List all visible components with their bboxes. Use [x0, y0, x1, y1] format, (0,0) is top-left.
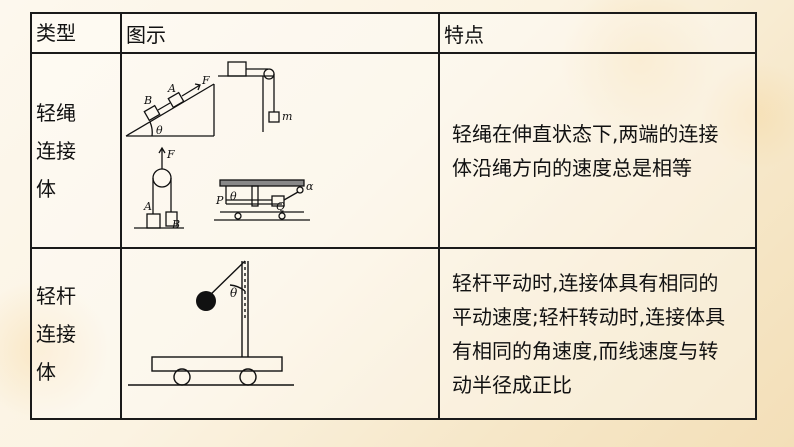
label-theta2: θ	[230, 190, 237, 203]
feature-line: 轻杆平动时,连接体具有相同的	[452, 270, 719, 295]
label-q: Q	[276, 200, 285, 213]
label-a: A	[167, 82, 176, 95]
type-line: 连接	[36, 321, 76, 346]
feature-line: 平动速度;轻杆转动时,连接体具	[452, 304, 726, 329]
rope-diagrams: B A F θ m F A B P θ Q α	[125, 61, 314, 231]
feature-line: 体沿绳方向的速度总是相等	[452, 155, 692, 180]
type-line: 轻绳	[36, 100, 76, 125]
type-line: 体	[36, 176, 56, 201]
header-figure: 图示	[120, 12, 440, 54]
label-theta-rod: θ	[230, 286, 238, 300]
table-row-rod: 轻杆 连接 体 θ 轻杆平动	[30, 247, 757, 420]
feature-line: 有相同的角速度,而线速度与转	[452, 338, 719, 363]
feature-line: 轻绳在伸直状态下,两端的连接	[452, 121, 719, 146]
feature-cell-rope: 轻绳在伸直状态下,两端的连接 体沿绳方向的速度总是相等	[438, 52, 757, 249]
label-b: B	[143, 94, 152, 107]
label-alpha: α	[306, 180, 314, 193]
type-line: 体	[36, 359, 56, 384]
table-row-rope: 轻绳 连接 体	[30, 52, 757, 249]
type-line: 连接	[36, 138, 76, 163]
feature-cell-rod: 轻杆平动时,连接体具有相同的 平动速度;轻杆转动时,连接体具 有相同的角速度,而…	[438, 247, 757, 420]
connection-body-table: 类型 图示 特点 轻绳 连接 体	[30, 12, 757, 420]
label-f2: F	[166, 148, 175, 161]
header-feature: 特点	[438, 12, 757, 54]
label-p: P	[215, 194, 224, 207]
type-line: 轻杆	[36, 283, 76, 308]
label-m: m	[282, 110, 292, 123]
type-cell-rope: 轻绳 连接 体	[30, 52, 122, 249]
rod-ball	[196, 291, 216, 311]
table-header-row: 类型 图示 特点	[30, 12, 757, 54]
rope-figure-labels: B A F θ m F A B P θ Q α	[143, 74, 314, 231]
label-a2: A	[143, 200, 152, 213]
feature-line: 动半径成正比	[452, 372, 572, 397]
figure-cell-rope: B A F θ m F A B P θ Q α	[120, 52, 440, 249]
type-cell-rod: 轻杆 连接 体	[30, 247, 122, 420]
label-f: F	[201, 74, 210, 87]
figure-cell-rod: θ	[120, 247, 440, 420]
header-type: 类型	[30, 12, 122, 54]
label-b2: B	[171, 218, 180, 231]
label-theta: θ	[156, 124, 163, 137]
rod-diagram: θ	[128, 260, 294, 386]
